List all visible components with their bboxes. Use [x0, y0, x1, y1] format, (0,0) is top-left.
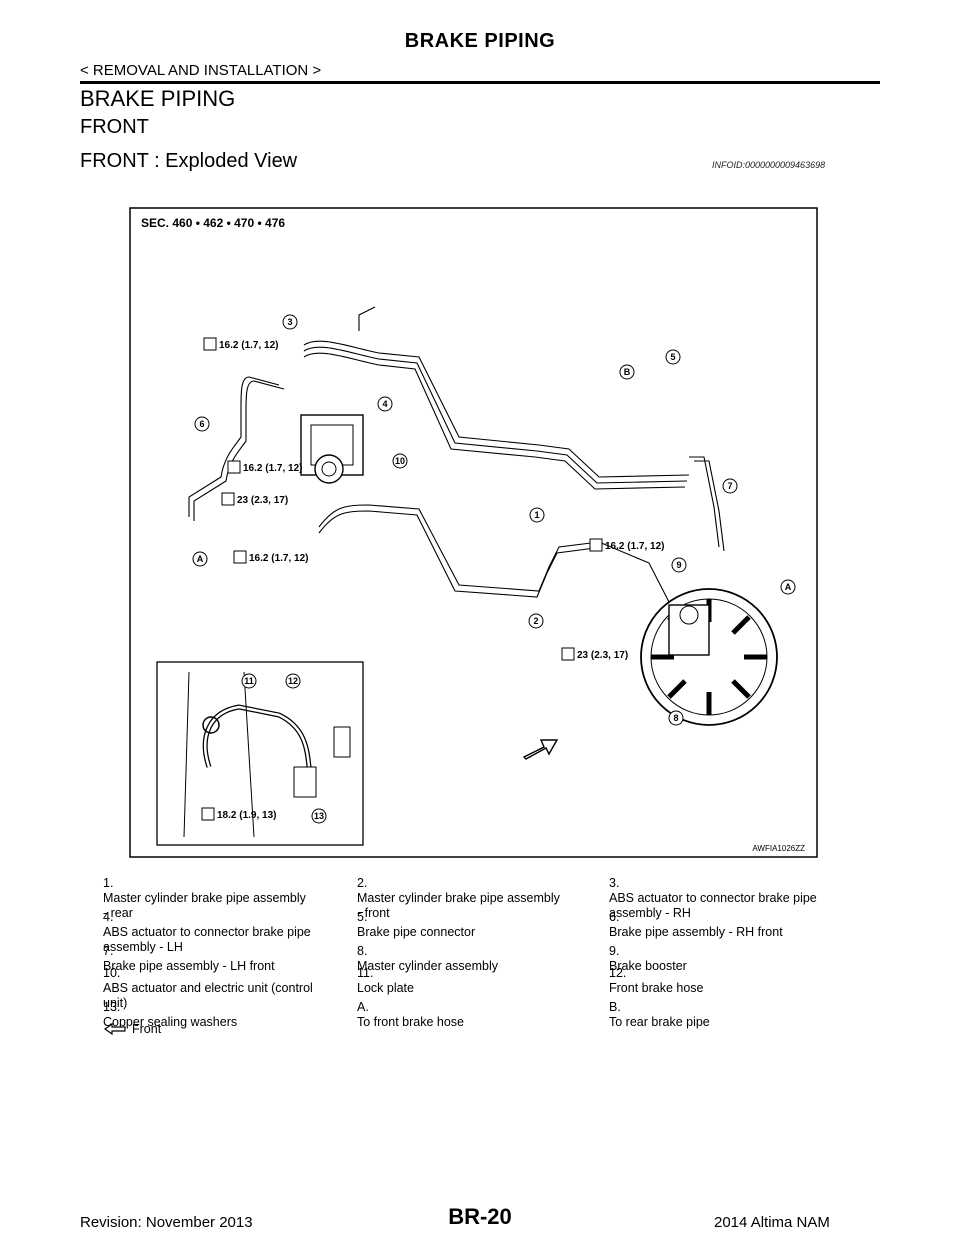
legend-item: A.To front brake hose: [357, 1000, 465, 1029]
legend-row: 4.ABS actuator to connector brake pipe a…: [103, 910, 863, 954]
front-arrow-icon: [103, 1022, 126, 1036]
torque-icon: [589, 538, 603, 552]
legend-item: 7.Brake pipe assembly - LH front: [103, 944, 275, 973]
torque-label: 23 (2.3, 17): [237, 495, 288, 506]
callout-5: 5: [670, 352, 675, 362]
legend-item: 5.Brake pipe connector: [357, 910, 476, 939]
legend-item: 11.Lock plate: [357, 966, 414, 995]
breadcrumb: < REMOVAL AND INSTALLATION >: [80, 62, 322, 79]
callout-11: 11: [244, 676, 254, 686]
callout-3: 3: [287, 317, 292, 327]
parts-legend: 1.Master cylinder brake pipe assembly - …: [103, 876, 863, 1044]
legend-item: 8.Master cylinder assembly: [357, 944, 499, 973]
legend-item: B.To rear brake pipe: [609, 1000, 710, 1029]
page-number: BR-20: [448, 1204, 512, 1229]
abs-actuator: [300, 414, 364, 484]
torque-label: 18.2 (1.9, 13): [217, 810, 276, 821]
legend-row: Front: [103, 1022, 863, 1044]
callout-a-right: A: [785, 582, 792, 592]
callout-a-left: A: [197, 554, 204, 564]
callout-9: 9: [676, 560, 681, 570]
detail-inset: [156, 661, 364, 846]
callout-8: 8: [673, 713, 678, 723]
legend-row: 1.Master cylinder brake pipe assembly - …: [103, 876, 863, 920]
view-title: FRONT : Exploded View: [80, 150, 298, 172]
callout-10: 10: [395, 456, 405, 466]
model-name: 2014 Altima NAM: [714, 1214, 830, 1231]
torque-icon: [203, 337, 217, 351]
front-direction-arrow: [522, 739, 559, 760]
legend-item: 1.Master cylinder brake pipe assembly - …: [103, 876, 306, 920]
figure-code: AWFIA1026ZZ: [752, 844, 805, 853]
callout-12: 12: [288, 676, 298, 686]
torque-label: 16.2 (1.7, 12): [219, 340, 278, 351]
legend-item: 4.ABS actuator to connector brake pipe a…: [103, 910, 311, 954]
callout-7: 7: [727, 481, 732, 491]
callout-2: 2: [533, 616, 538, 626]
legend-row: 13.Copper sealing washers A.To front bra…: [103, 1000, 863, 1029]
callout-13: 13: [314, 811, 324, 821]
legend-item: 13.Copper sealing washers: [103, 1000, 238, 1029]
callout-b: B: [624, 367, 631, 377]
info-id: INFOID:0000000009463698: [712, 160, 826, 170]
callout-1: 1: [534, 510, 539, 520]
legend-row: 10.ABS actuator and electric unit (contr…: [103, 966, 863, 1010]
torque-icon: [227, 460, 241, 474]
header-divider: [80, 81, 880, 84]
exploded-view-drawing: SEC. 460 • 462 • 470 • 476: [129, 207, 818, 858]
torque-label: 23 (2.3, 17): [577, 650, 628, 661]
torque-icon: [233, 550, 247, 564]
torque-label: 16.2 (1.7, 12): [249, 553, 308, 564]
torque-icon: [561, 647, 575, 661]
section-title: BRAKE PIPING: [80, 86, 236, 111]
torque-label: 16.2 (1.7, 12): [243, 463, 302, 474]
legend-item: 3.ABS actuator to connector brake pipe a…: [609, 876, 817, 920]
legend-item: 6.Brake pipe assembly - RH front: [609, 910, 783, 939]
torque-icon: [221, 492, 235, 506]
subsection-title: FRONT: [80, 116, 149, 138]
exploded-view-figure: SEC. 460 • 462 • 470 • 476: [129, 207, 818, 858]
brake-booster: [640, 588, 778, 726]
front-label: Front: [132, 1022, 162, 1036]
legend-item: 2.Master cylinder brake pipe assembly - …: [357, 876, 560, 920]
page-header-title: BRAKE PIPING: [404, 30, 556, 52]
legend-item: 12.Front brake hose: [609, 966, 704, 995]
torque-label: 16.2 (1.7, 12): [605, 541, 664, 552]
callout-4: 4: [382, 399, 387, 409]
torque-icon: [201, 807, 215, 821]
section-reference: SEC. 460 • 462 • 470 • 476: [141, 216, 285, 230]
revision-date: Revision: November 2013: [80, 1214, 253, 1231]
legend-item: 10.ABS actuator and electric unit (contr…: [103, 966, 313, 1010]
callout-6: 6: [199, 419, 204, 429]
brake-pipe-bundle: [188, 306, 725, 603]
legend-row: 7.Brake pipe assembly - LH front 8.Maste…: [103, 944, 863, 973]
legend-item: 9.Brake booster: [609, 944, 687, 973]
